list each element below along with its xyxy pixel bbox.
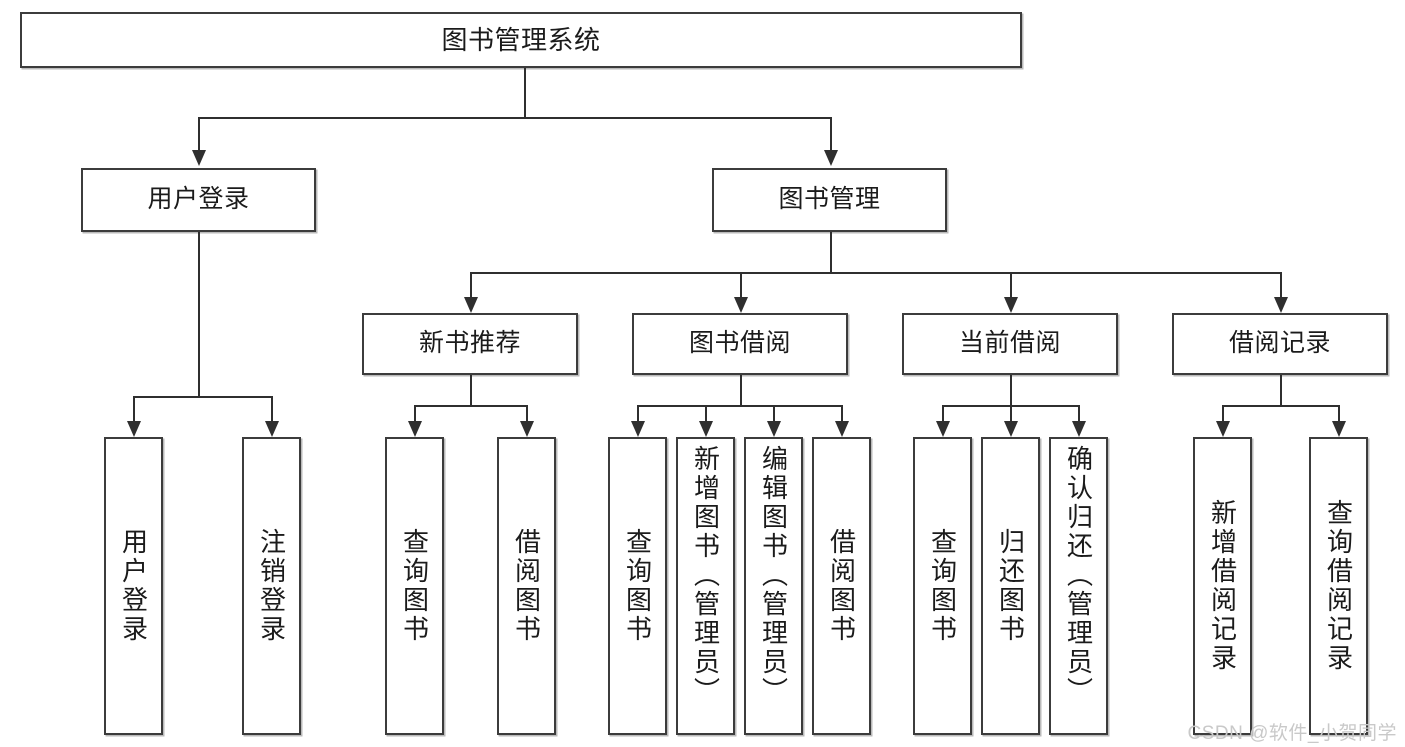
leaf-edit-book[interactable]: 编辑图书（管理员） bbox=[744, 437, 803, 735]
arrowhead-book-borrow bbox=[734, 297, 748, 313]
node-label: 查询图书 bbox=[622, 528, 653, 644]
node-label: 图书借阅 bbox=[688, 329, 791, 358]
leaf-query-book-1[interactable]: 查询图书 bbox=[385, 437, 444, 735]
arrowhead-confirm-return bbox=[1072, 421, 1086, 437]
connector-new-book-recommend-stem bbox=[470, 375, 472, 405]
arrowhead-user-login-leaf bbox=[127, 421, 141, 437]
arrowhead-return-book bbox=[1004, 421, 1018, 437]
node-label: 用户登录 bbox=[147, 185, 250, 214]
connector-book-borrow-bus bbox=[637, 405, 841, 407]
node-label: 新增图书（管理员） bbox=[690, 445, 721, 706]
leaf-add-borrow-record[interactable]: 新增借阅记录 bbox=[1193, 437, 1252, 735]
arrowhead-book-management bbox=[824, 150, 838, 166]
arrowhead-borrow-record bbox=[1274, 297, 1288, 313]
connector-drop-user-login-leaf bbox=[133, 396, 135, 421]
connector-drop-query-book-1 bbox=[414, 405, 416, 421]
connector-borrow-record-bus bbox=[1222, 405, 1338, 407]
leaf-query-borrow-record[interactable]: 查询借阅记录 bbox=[1309, 437, 1368, 735]
leaf-logout[interactable]: 注销登录 bbox=[242, 437, 301, 735]
node-label: 确认归还（管理员） bbox=[1063, 445, 1094, 706]
node-book-management[interactable]: 图书管理 bbox=[712, 168, 947, 232]
arrowhead-current-borrow bbox=[1004, 297, 1018, 313]
connector-drop-query-borrow-record bbox=[1338, 405, 1340, 421]
connector-drop-query-book-2 bbox=[637, 405, 639, 421]
leaf-confirm-return[interactable]: 确认归还（管理员） bbox=[1049, 437, 1108, 735]
node-label: 查询图书 bbox=[399, 528, 430, 644]
arrowhead-new-book-recommend bbox=[464, 297, 478, 313]
node-label: 查询借阅记录 bbox=[1323, 499, 1354, 673]
arrowhead-query-book-3 bbox=[936, 421, 950, 437]
node-label: 新增借阅记录 bbox=[1207, 499, 1238, 673]
node-borrow-record[interactable]: 借阅记录 bbox=[1172, 313, 1388, 375]
node-label: 用户登录 bbox=[118, 528, 149, 644]
node-label: 查询图书 bbox=[927, 528, 958, 644]
connector-drop-edit-book bbox=[773, 405, 775, 421]
leaf-borrow-book-2[interactable]: 借阅图书 bbox=[812, 437, 871, 735]
arrowhead-add-book bbox=[699, 421, 713, 437]
connector-drop-borrow-book-1 bbox=[526, 405, 528, 421]
arrowhead-query-book-2 bbox=[631, 421, 645, 437]
arrowhead-borrow-book-2 bbox=[835, 421, 849, 437]
connector-drop-user-login bbox=[198, 117, 200, 150]
arrowhead-query-book-1 bbox=[408, 421, 422, 437]
connector-drop-new-book-recommend bbox=[470, 272, 472, 297]
node-label: 注销登录 bbox=[256, 528, 287, 644]
connector-drop-return-book bbox=[1010, 405, 1012, 421]
node-label: 借阅记录 bbox=[1228, 329, 1331, 358]
connector-current-borrow-stem bbox=[1010, 375, 1012, 405]
node-label: 归还图书 bbox=[995, 528, 1026, 644]
node-root-book-management-system[interactable]: 图书管理系统 bbox=[20, 12, 1022, 68]
node-label: 借阅图书 bbox=[826, 528, 857, 644]
arrowhead-borrow-book-1 bbox=[520, 421, 534, 437]
connector-drop-confirm-return bbox=[1078, 405, 1080, 421]
connector-user-login-stem bbox=[198, 232, 200, 396]
connector-drop-book-borrow bbox=[740, 272, 742, 297]
connector-level1-bus bbox=[198, 117, 832, 119]
node-label: 图书管理系统 bbox=[441, 24, 601, 55]
arrowhead-logout-leaf bbox=[265, 421, 279, 437]
leaf-borrow-book-1[interactable]: 借阅图书 bbox=[497, 437, 556, 735]
leaf-return-book[interactable]: 归还图书 bbox=[981, 437, 1040, 735]
connector-drop-logout-leaf bbox=[271, 396, 273, 421]
node-current-borrow[interactable]: 当前借阅 bbox=[902, 313, 1118, 375]
leaf-query-book-2[interactable]: 查询图书 bbox=[608, 437, 667, 735]
connector-drop-borrow-book-2 bbox=[841, 405, 843, 421]
leaf-query-book-3[interactable]: 查询图书 bbox=[913, 437, 972, 735]
arrowhead-user-login bbox=[192, 150, 206, 166]
arrowhead-add-borrow-record bbox=[1216, 421, 1230, 437]
leaf-user-login[interactable]: 用户登录 bbox=[104, 437, 163, 735]
connector-drop-book-management bbox=[830, 117, 832, 150]
node-label: 新书推荐 bbox=[418, 329, 521, 358]
connector-borrow-record-stem bbox=[1280, 375, 1282, 405]
connector-new-book-recommend-bus bbox=[414, 405, 526, 407]
arrowhead-edit-book bbox=[767, 421, 781, 437]
node-user-login[interactable]: 用户登录 bbox=[81, 168, 316, 232]
connector-drop-add-book bbox=[705, 405, 707, 421]
node-label: 编辑图书（管理员） bbox=[758, 445, 789, 706]
node-label: 图书管理 bbox=[778, 185, 881, 214]
arrowhead-query-borrow-record bbox=[1332, 421, 1346, 437]
connector-drop-current-borrow bbox=[1010, 272, 1012, 297]
node-new-book-recommend[interactable]: 新书推荐 bbox=[362, 313, 578, 375]
connector-level2-bus bbox=[470, 272, 1280, 274]
connector-user-login-bus bbox=[133, 396, 271, 398]
node-label: 借阅图书 bbox=[511, 528, 542, 644]
node-book-borrow[interactable]: 图书借阅 bbox=[632, 313, 848, 375]
leaf-add-book[interactable]: 新增图书（管理员） bbox=[676, 437, 735, 735]
node-label: 当前借阅 bbox=[958, 329, 1061, 358]
connector-book-borrow-stem bbox=[740, 375, 742, 405]
connector-root-stem bbox=[524, 68, 526, 117]
connector-drop-borrow-record bbox=[1280, 272, 1282, 297]
connector-drop-add-borrow-record bbox=[1222, 405, 1224, 421]
connector-drop-query-book-3 bbox=[942, 405, 944, 421]
connector-book-management-stem bbox=[830, 232, 832, 272]
